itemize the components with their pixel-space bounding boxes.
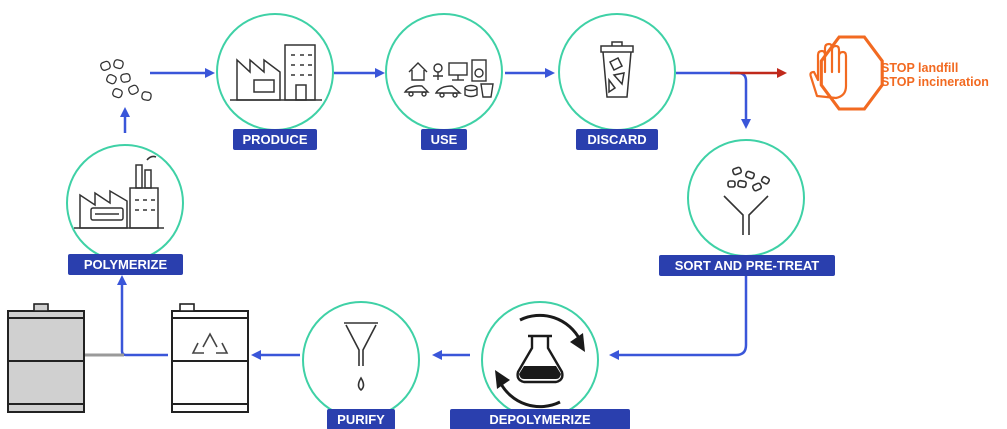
chemical-flask-icon [495, 313, 585, 409]
circle-depolymerize [481, 301, 599, 419]
oil-barrel-icon [7, 303, 85, 413]
filter-funnel-icon [344, 322, 378, 392]
label-discard: DISCARD [576, 129, 658, 150]
label-produce: PRODUCE [233, 129, 317, 150]
circle-polymerize [66, 144, 184, 262]
arrow-barrels-to-polymerize [117, 275, 168, 357]
stop-hand-icon [809, 35, 884, 111]
label-use: USE [421, 129, 467, 150]
arrow-discard-to-sort [676, 71, 751, 129]
stop-incineration-text: STOP incineration [881, 75, 989, 89]
plastic-pellets-icon [100, 59, 152, 101]
circle-sort [687, 139, 805, 257]
recycle-barrel-icon [171, 303, 249, 413]
label-sort-and-pre-treat: SORT AND PRE-TREAT [659, 255, 835, 276]
factory-icon [230, 44, 322, 101]
sorting-funnel-icon [723, 166, 771, 235]
circle-use [385, 13, 503, 131]
circle-discard [558, 13, 676, 131]
arrow-sort-to-depolymerize [609, 275, 748, 360]
trash-bin-icon [600, 41, 634, 98]
label-purify: PURIFY [327, 409, 395, 429]
label-polymerize: POLYMERIZE [68, 254, 183, 275]
label-depolymerize: DEPOLYMERIZE [450, 409, 630, 429]
stop-landfill-text: STOP landfill [881, 61, 959, 75]
polymer-factory-icon [74, 155, 164, 229]
consumer-goods-icon [403, 59, 494, 98]
circle-purify [302, 301, 420, 419]
